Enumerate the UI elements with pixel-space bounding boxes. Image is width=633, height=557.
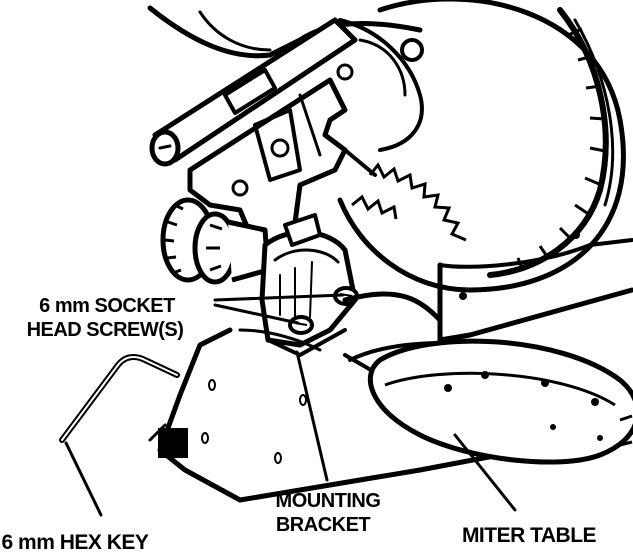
- socket-screw-label-line1: 6 mm SOCKET: [39, 295, 175, 317]
- miter-table: [368, 338, 633, 465]
- mounting-bracket-label-line2: BRACKET: [276, 514, 371, 536]
- socket-screw-label-line2: HEAD SCREW(S): [27, 319, 184, 341]
- leader-line-hex-key: [64, 441, 103, 517]
- motor-housing: [147, 5, 424, 152]
- leader-lines: [64, 293, 517, 517]
- hex-key-label: 6 mm HEX KEY: [2, 531, 149, 554]
- mounting-bracket: [259, 213, 358, 357]
- hex-key-icon: [59, 354, 180, 443]
- leader-line-bracket: [295, 350, 329, 482]
- callout-labels: 6 mm SOCKET HEAD SCREW(S) MOUNTING BRACK…: [2, 295, 597, 554]
- saw-blade-teeth: [351, 27, 606, 272]
- base-casting: [148, 231, 633, 503]
- pivot-arm: [149, 17, 377, 273]
- miter-table-label: MITER TABLE: [462, 524, 597, 547]
- leader-line-screw-lower: [213, 303, 300, 325]
- mounting-bracket-label-line1: MOUNTING: [276, 490, 381, 512]
- bevel-knob: [160, 197, 271, 285]
- leader-line-miter-table: [453, 433, 517, 512]
- leader-line-screw-upper: [213, 293, 345, 302]
